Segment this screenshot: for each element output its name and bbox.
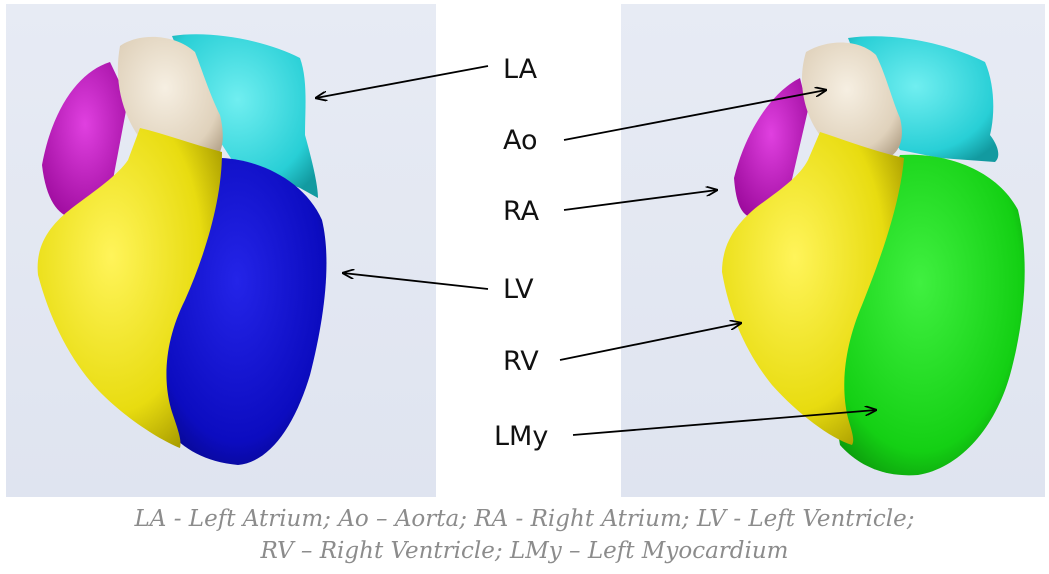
label-rv: RV <box>503 348 539 375</box>
arrow-la <box>316 66 488 98</box>
arrow-ra <box>564 190 717 210</box>
caption-line-2: RV – Right Ventricle; LMy – Left Myocard… <box>0 540 1049 563</box>
label-la: LA <box>503 56 537 83</box>
caption-line-1: LA - Left Atrium; Ao – Aorta; RA - Right… <box>0 508 1049 531</box>
left-heart <box>38 34 327 465</box>
label-ra: RA <box>503 198 539 225</box>
label-lv: LV <box>503 276 534 303</box>
label-ao: Ao <box>503 127 538 154</box>
label-lmy: LMy <box>494 423 548 450</box>
arrow-lv <box>343 273 488 289</box>
arrow-rv <box>560 323 741 360</box>
